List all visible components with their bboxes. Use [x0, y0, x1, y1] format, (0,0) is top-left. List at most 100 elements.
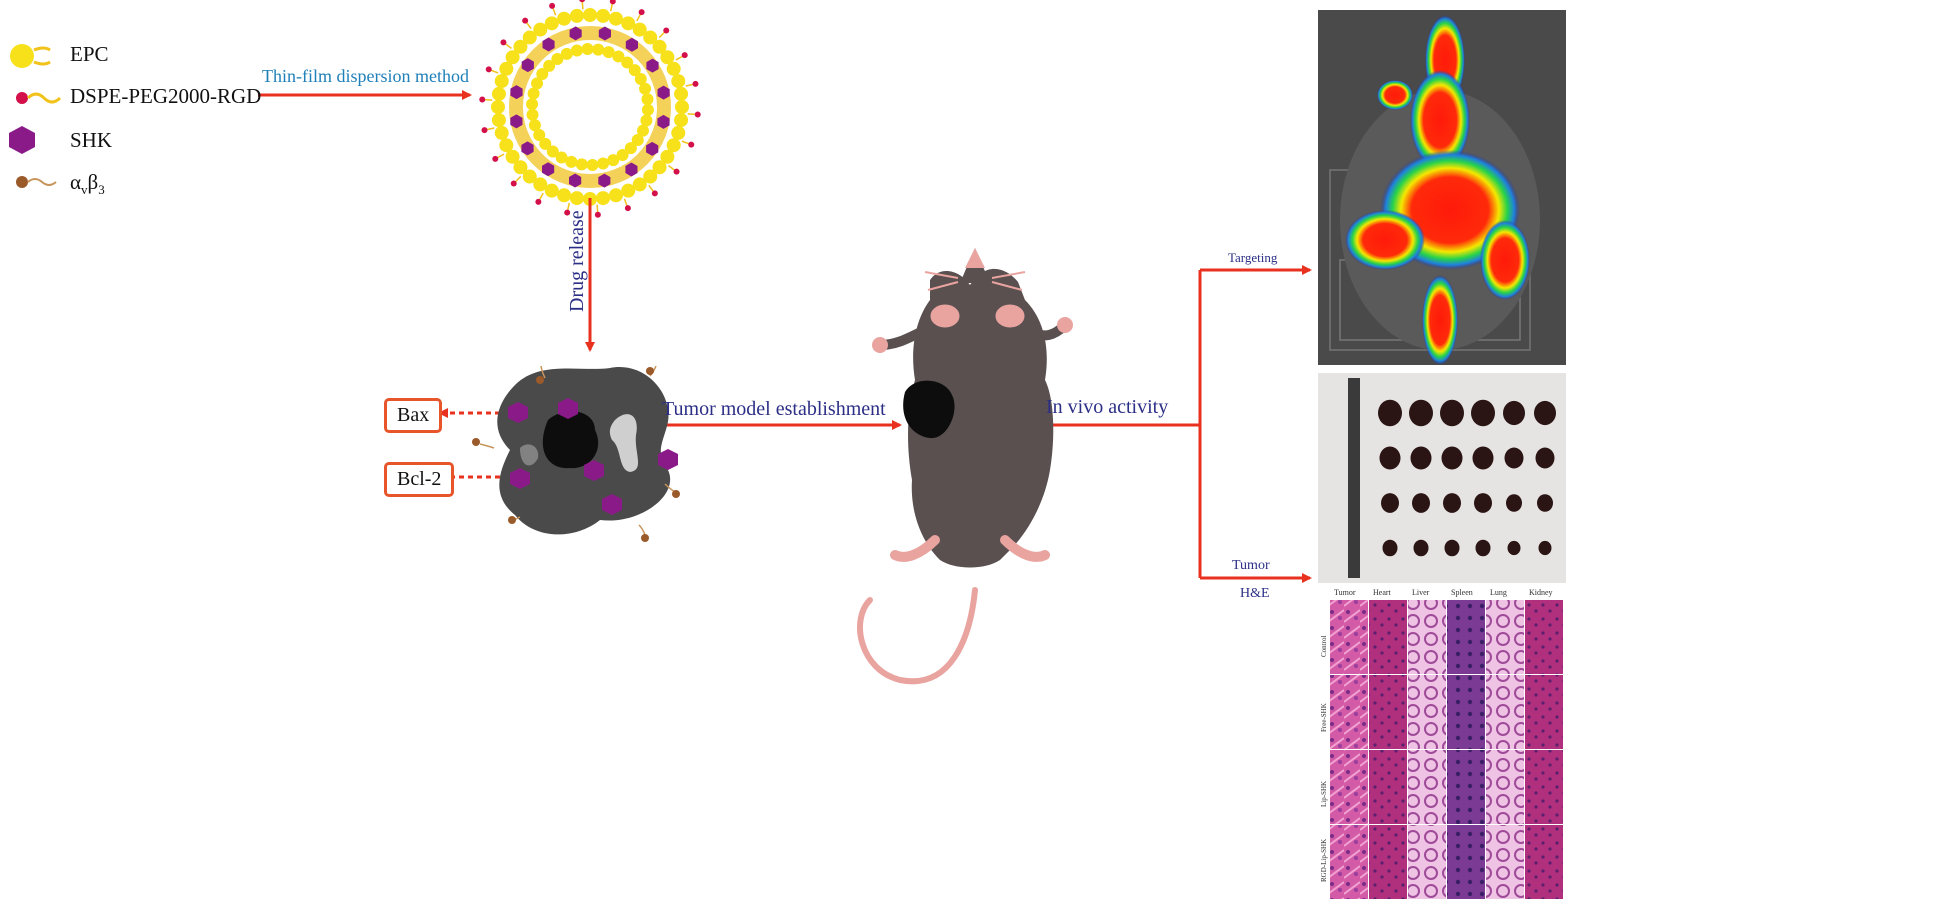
he-tile	[1486, 675, 1524, 749]
shk-hexagon	[657, 85, 670, 100]
rgd-head	[673, 168, 680, 175]
lipid-head-inner	[555, 151, 568, 164]
mouse-tail	[857, 587, 978, 685]
he-tile	[1330, 825, 1368, 899]
tumor-sample	[1443, 493, 1461, 513]
lipid-head-outer	[499, 138, 514, 153]
label-bax: Bax	[384, 398, 443, 433]
shk-hexagon	[521, 58, 534, 73]
lipid-head-outer	[544, 183, 559, 198]
he-column-label: Heart	[1373, 588, 1391, 597]
tumor-sample	[1535, 447, 1555, 469]
lipid-head-outer	[632, 177, 647, 192]
shk-hexagon	[646, 58, 659, 73]
lipid-head-outer	[499, 61, 514, 76]
he-tile	[1369, 675, 1407, 749]
label-thin-film: Thin-film dispersion method	[262, 66, 469, 86]
he-row-label: Lip-SHK	[1320, 780, 1328, 807]
label-he: H&E	[1240, 586, 1270, 601]
rgd-head	[485, 66, 492, 73]
lipid-head-outer	[569, 191, 584, 206]
tumor-sample	[1440, 399, 1464, 427]
he-column-label: Tumor	[1334, 588, 1356, 597]
legend	[9, 44, 62, 188]
lipid-head-outer	[671, 125, 686, 140]
lipid-head-outer	[621, 16, 636, 31]
tumor-sample	[1475, 539, 1491, 557]
lipid-head-inner	[624, 142, 637, 155]
lipid-head-inner	[560, 47, 573, 60]
lipid-head-inner	[634, 72, 647, 85]
mouse-ear-right	[992, 301, 1028, 331]
he-tile	[1525, 675, 1563, 749]
legend-label-dspe: DSPE-PEG2000-RGD	[70, 84, 262, 108]
lipid-head-outer	[674, 113, 689, 128]
lipid-head-inner	[526, 98, 539, 111]
shk-hexagon	[510, 85, 523, 100]
rgd-head	[479, 96, 486, 103]
tumor-sample	[1504, 447, 1524, 469]
shk-hexagon	[598, 173, 611, 188]
he-row-label: Free-SHK	[1320, 703, 1328, 732]
rgd-head	[510, 180, 517, 187]
lipid-head-outer	[671, 74, 686, 89]
lipid-head-outer	[544, 16, 559, 31]
he-tile	[1525, 825, 1563, 899]
legend-label-epc: EPC	[70, 42, 109, 66]
shk-hexagon	[569, 173, 582, 188]
rgd-head	[624, 205, 631, 212]
legend-shk-icon	[9, 126, 35, 154]
lipid-head-outer	[569, 8, 584, 23]
rgd-head	[663, 27, 670, 34]
he-tile	[1486, 600, 1524, 674]
tumor-shk-molecules	[508, 398, 678, 515]
mouse-ear-left	[927, 301, 963, 331]
lipid-head-inner	[641, 93, 654, 106]
lipid-head-inner	[616, 148, 629, 161]
tumor-sample	[1409, 399, 1433, 427]
mouse-illustration	[857, 248, 1073, 685]
lipid-head-outer	[652, 39, 667, 54]
tumor-sample	[1381, 493, 1399, 513]
imaging-photo	[1318, 10, 1566, 365]
lipid-head-inner	[526, 108, 539, 121]
lipid-head-outer	[505, 50, 520, 65]
liposome	[479, 0, 701, 218]
lipid-head-inner	[641, 103, 654, 116]
lipid-head-outer	[675, 100, 689, 114]
lipid-head-inner	[640, 114, 653, 127]
legend-receptor-icon	[16, 176, 57, 188]
lipid-head-inner	[628, 64, 641, 77]
lipid-head-inner	[612, 50, 625, 63]
he-column-label: Spleen	[1451, 588, 1473, 597]
lipid-head-outer	[491, 100, 505, 114]
he-tile	[1408, 600, 1446, 674]
he-column-label: Lung	[1490, 588, 1507, 597]
he-tile	[1330, 600, 1368, 674]
shk-hexagon	[569, 26, 582, 41]
rgd-head	[594, 211, 601, 218]
lipid-head-inner	[575, 158, 588, 171]
lipid-head-outer	[608, 188, 623, 203]
lipid-head-outer	[660, 149, 675, 164]
he-tile	[1447, 825, 1485, 899]
liposome-core	[540, 57, 640, 157]
tumor-sample	[1474, 493, 1492, 513]
lipid-head-outer	[513, 160, 528, 175]
rgd-head	[492, 155, 499, 162]
lipid-head-inner	[602, 46, 615, 59]
lipid-head-inner	[531, 77, 544, 90]
label-tumor: Tumor	[1232, 558, 1270, 573]
tumor-sample	[1472, 446, 1494, 470]
lipid-head-outer	[557, 11, 572, 26]
tumor-sample	[1378, 399, 1402, 427]
tumor-sample	[1534, 400, 1556, 426]
tumor-sample	[1410, 446, 1432, 470]
rgd-head	[522, 17, 529, 24]
he-tile	[1447, 750, 1485, 824]
shk-hexagon	[598, 26, 611, 41]
tumor-sample	[1413, 539, 1429, 557]
he-tile	[1408, 825, 1446, 899]
label-tumor-model: Tumor model establishment	[662, 398, 886, 420]
rgd-head	[481, 127, 488, 134]
